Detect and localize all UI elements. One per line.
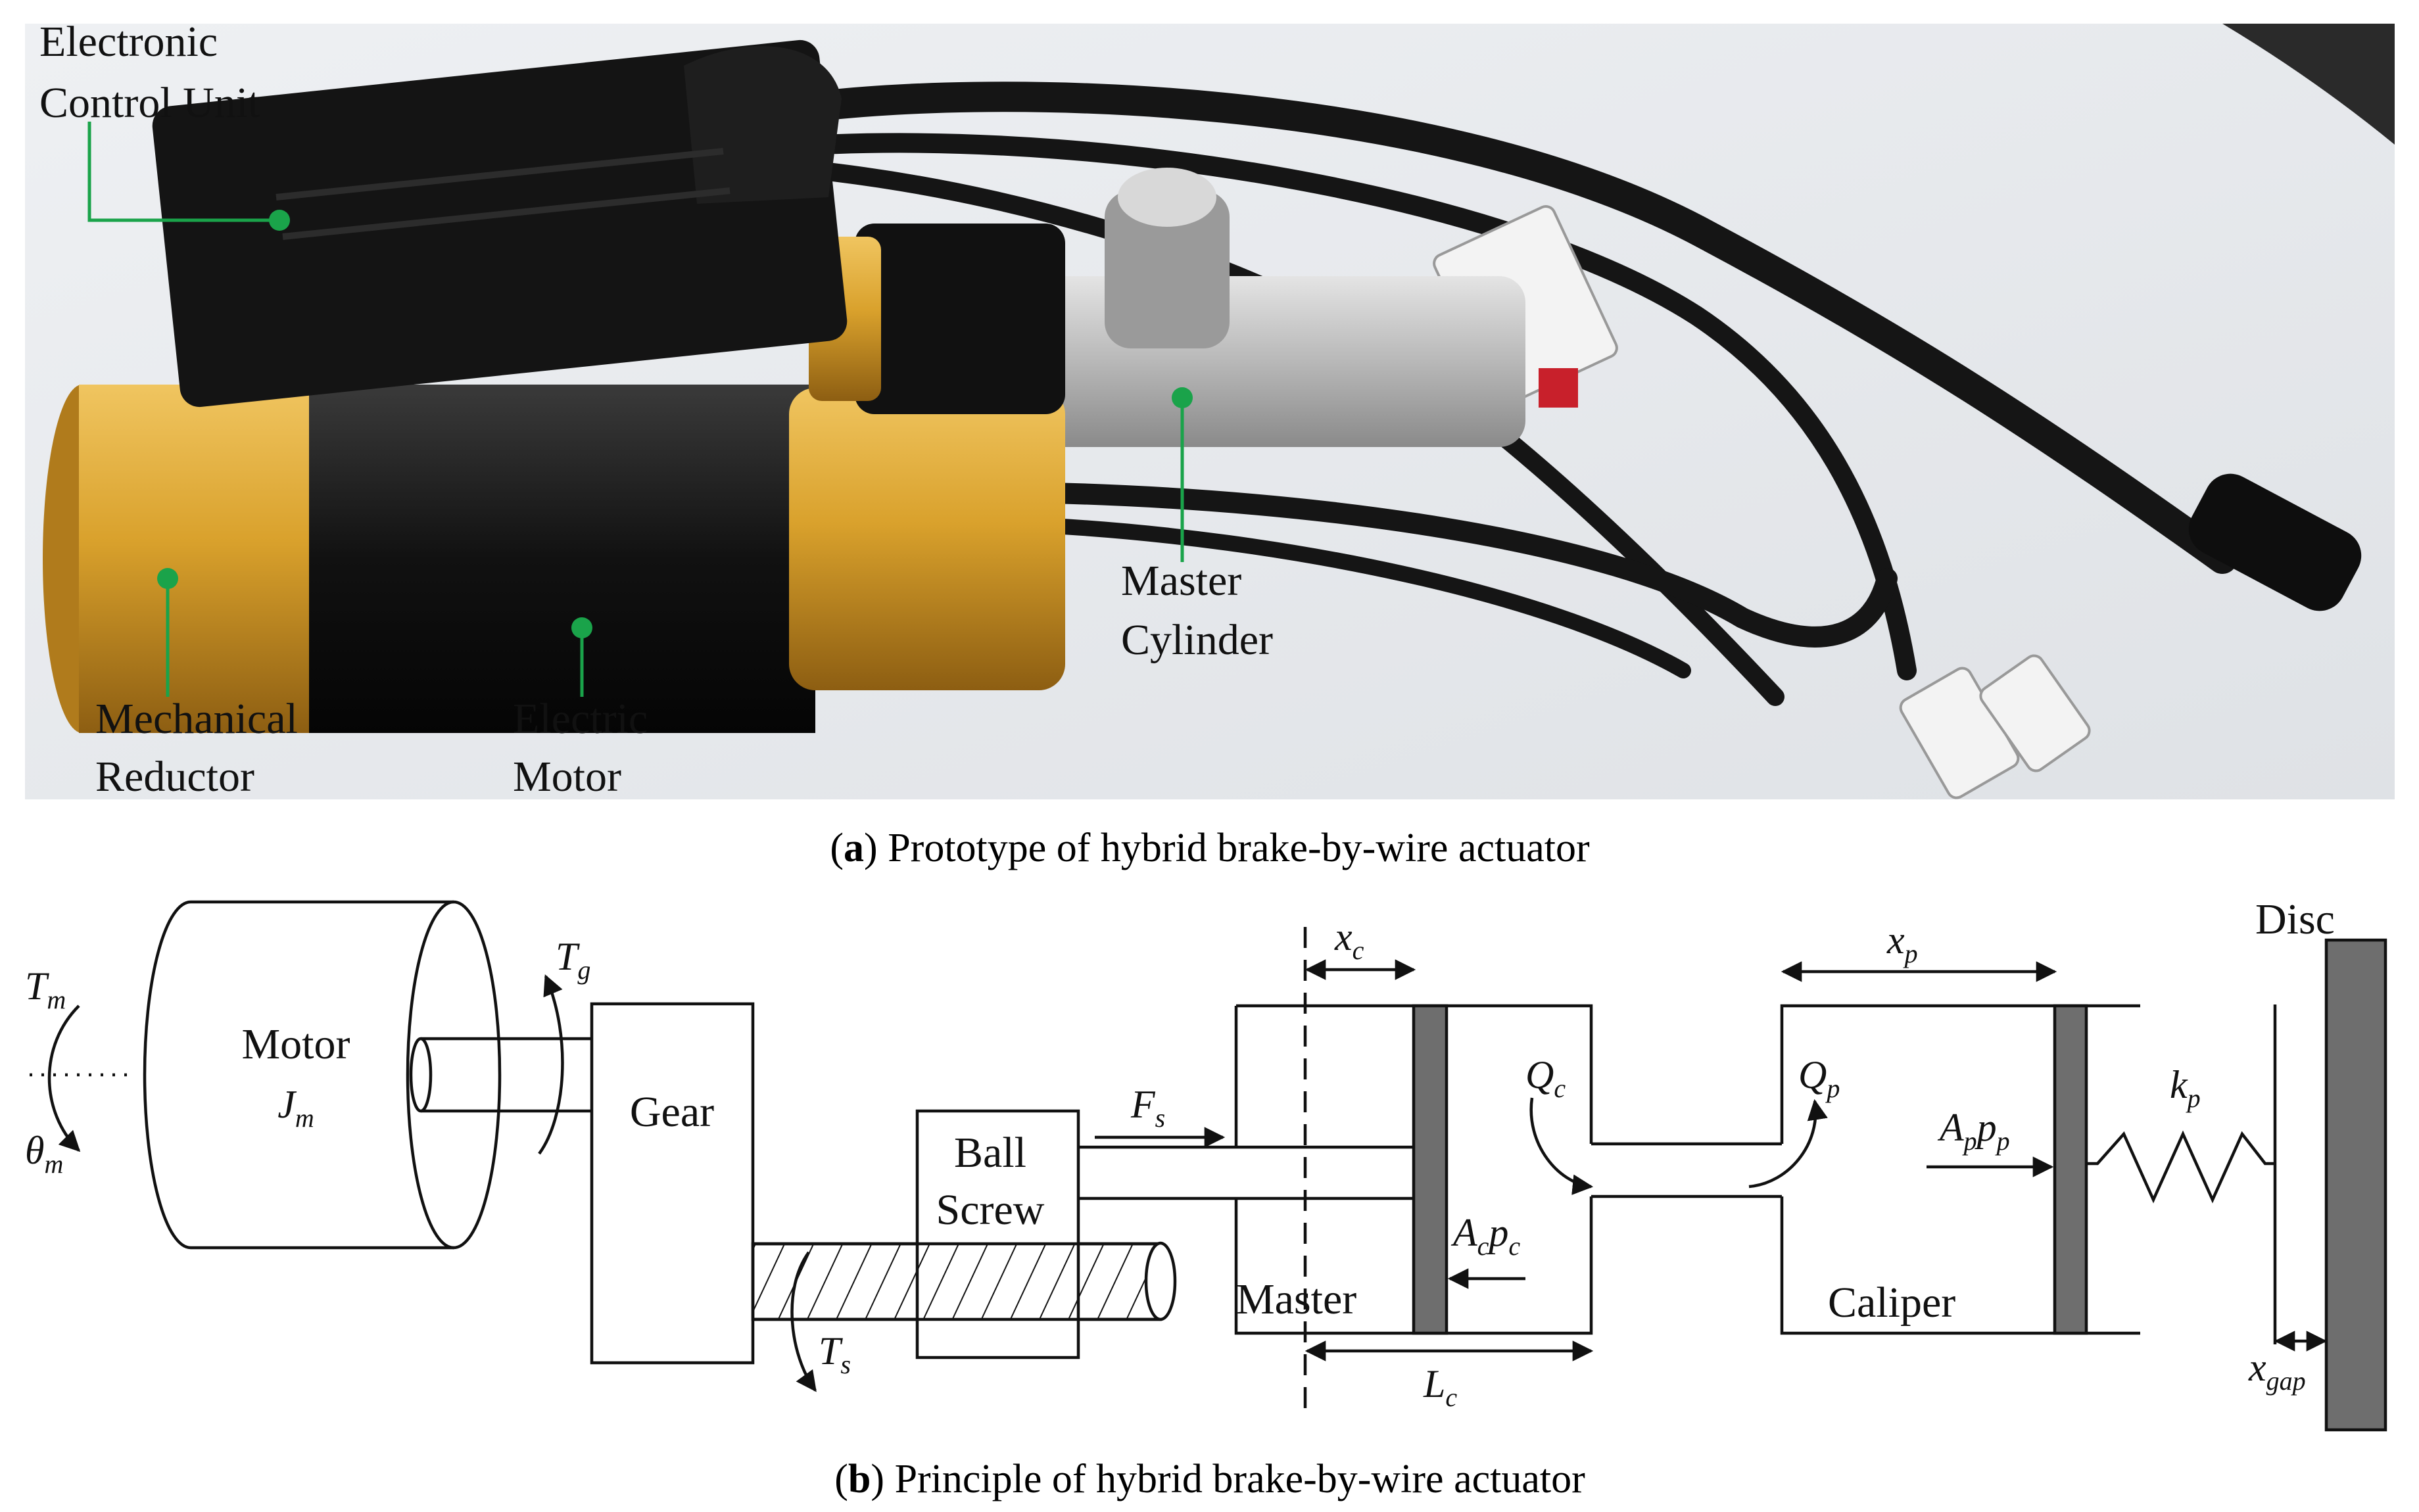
gear-box — [590, 1002, 755, 1365]
reductor-label-line1: Mechanical — [95, 695, 298, 743]
torque-motor-label: Tm — [25, 964, 66, 1014]
pad-spring — [2086, 1130, 2275, 1204]
qc-label: Qc — [1525, 1053, 1566, 1103]
ecu-label-line2: Control Unit — [39, 79, 260, 127]
lc-label: Lc — [1423, 1362, 1457, 1412]
qp-label: Qp — [1798, 1053, 1840, 1103]
torque-motor-arrow — [47, 1004, 81, 1152]
ball-label: Ball — [954, 1129, 1026, 1177]
torque-screw-arrow — [790, 1251, 817, 1392]
xgap-label: xgap — [2248, 1346, 2306, 1396]
reductor-label-line2: Reductor — [95, 753, 254, 801]
disc-label: Disc — [2255, 895, 2335, 943]
ecu-clip — [684, 46, 842, 204]
master-cylinder-dot — [1172, 387, 1193, 408]
callouts — [87, 122, 1184, 697]
photo-panel: Electronic Control Unit Master Cylinder … — [25, 18, 2395, 801]
flow-arrow-c — [1529, 1097, 1594, 1195]
reductor-dot — [157, 568, 178, 589]
master-label-line1: Master — [1121, 557, 1241, 605]
brake-disc — [2324, 938, 2387, 1432]
appp-label: Appp — [1937, 1106, 2010, 1156]
master-label-line2: Cylinder — [1121, 616, 1273, 664]
white-connector-3 — [1979, 654, 2091, 772]
photo-labels: Electronic Control Unit Master Cylinder … — [39, 18, 1273, 801]
acpc-label: Acpc — [1450, 1211, 1520, 1261]
motor-label-line1: Electric — [513, 695, 648, 743]
ecu-label-line1: Electronic — [39, 18, 218, 66]
motor-dot — [571, 617, 592, 638]
black-collar — [855, 224, 1065, 414]
master-cylinder-reservoir — [1105, 191, 1230, 348]
torque-gear-label: Tg — [556, 935, 590, 985]
hydraulic-line — [1591, 1142, 1782, 1198]
torque-gear-arrow — [538, 974, 564, 1155]
screw-label: Screw — [936, 1186, 1045, 1234]
caliper-label: Caliper — [1828, 1279, 1955, 1327]
caliper-cylinder — [1780, 1004, 2140, 1335]
caption-a: (a) Prototype of hybrid brake-by-wire ac… — [830, 826, 1590, 870]
kp-label: kp — [2170, 1063, 2201, 1113]
electric-motor-body — [309, 385, 815, 733]
caption-b-text: Principle of hybrid brake-by-wire actuat… — [895, 1457, 1586, 1501]
motor-inertia: Jm — [277, 1083, 314, 1133]
motor-label: Motor — [242, 1020, 350, 1068]
force-screw-label: Fs — [1130, 1083, 1165, 1133]
mechanical-reductor — [79, 385, 316, 733]
callout-dots — [157, 210, 1193, 638]
master-cylinder-body — [986, 276, 1525, 447]
red-tab — [1539, 368, 1578, 408]
push-rod — [1078, 1145, 1414, 1200]
ecu-dot — [269, 210, 290, 231]
electronic-control-unit — [152, 39, 848, 408]
gear-label: Gear — [630, 1088, 714, 1136]
xp-label: xp — [1886, 918, 1918, 968]
caption-b-letter: b — [848, 1457, 871, 1501]
caption-a-letter: a — [844, 826, 864, 870]
caption-b: (b) Principle of hybrid brake-by-wire ac… — [834, 1457, 1585, 1501]
caliper-piston — [2053, 1004, 2088, 1335]
connector-end — [2188, 473, 2362, 611]
reservoir-cap — [1118, 168, 1216, 227]
gold-ring — [789, 388, 1065, 690]
master-piston — [1412, 1004, 1449, 1335]
flow-arrow-p — [1748, 1099, 1828, 1189]
torque-screw-label: Ts — [819, 1329, 851, 1379]
motor-label-line2: Motor — [513, 753, 621, 801]
photo-dark-corner — [2222, 24, 2395, 145]
motor-block: Motor Jm — [143, 900, 592, 1250]
theta-label: θm — [25, 1129, 63, 1179]
master-label: Master — [1236, 1275, 1356, 1323]
caption-a-text: Prototype of hybrid brake-by-wire actuat… — [888, 826, 1590, 870]
xc-label: xc — [1334, 915, 1364, 965]
schematic: Motor Jm Tm θm Tg Gear Ts Ball Screw Fs — [25, 895, 2387, 1432]
